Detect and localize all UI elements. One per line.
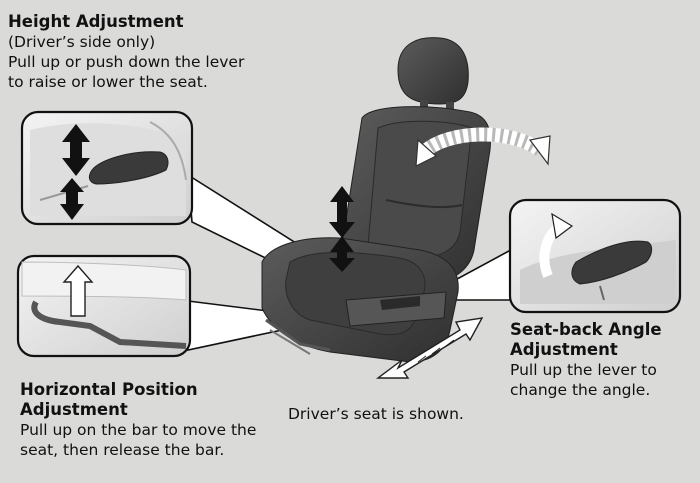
- horizontal-bar-inset: [16, 254, 192, 358]
- horizontal-adjustment-title: Adjustment: [20, 400, 128, 419]
- height-adjustment-text: Height Adjustment (Driver’s side only) P…: [8, 12, 244, 92]
- horizontal-adjustment-line: Pull up on the bar to move the: [20, 421, 257, 439]
- height-lever-inset: [20, 110, 194, 226]
- caption: Driver’s seat is shown.: [288, 405, 464, 423]
- height-adjustment-line: (Driver’s side only): [8, 33, 156, 51]
- horizontal-adjustment-title: Horizontal Position: [20, 380, 198, 399]
- slide-arrow-icon: [375, 317, 484, 379]
- horizontal-adjustment-line: seat, then release the bar.: [20, 441, 225, 459]
- height-arrow-icon: [329, 186, 355, 272]
- driver-seat: [261, 37, 491, 363]
- seatback-lever-inset: [508, 198, 682, 314]
- seatback-adjustment-title: Adjustment: [510, 340, 618, 359]
- seatback-adjustment-line: change the angle.: [510, 381, 651, 399]
- seatback-adjustment-line: Pull up the lever to: [510, 361, 657, 379]
- horizontal-adjustment-text: Horizontal Position Adjustment Pull up o…: [20, 380, 256, 460]
- recline-arrow-icon: [415, 127, 551, 168]
- height-adjustment-line: Pull up or push down the lever: [8, 53, 245, 71]
- height-adjustment-line: to raise or lower the seat.: [8, 73, 208, 91]
- seatback-adjustment-title: Seat-back Angle: [510, 320, 662, 339]
- height-adjustment-title: Height Adjustment: [8, 12, 184, 31]
- seatback-adjustment-text: Seat-back Angle Adjustment Pull up the l…: [510, 320, 662, 400]
